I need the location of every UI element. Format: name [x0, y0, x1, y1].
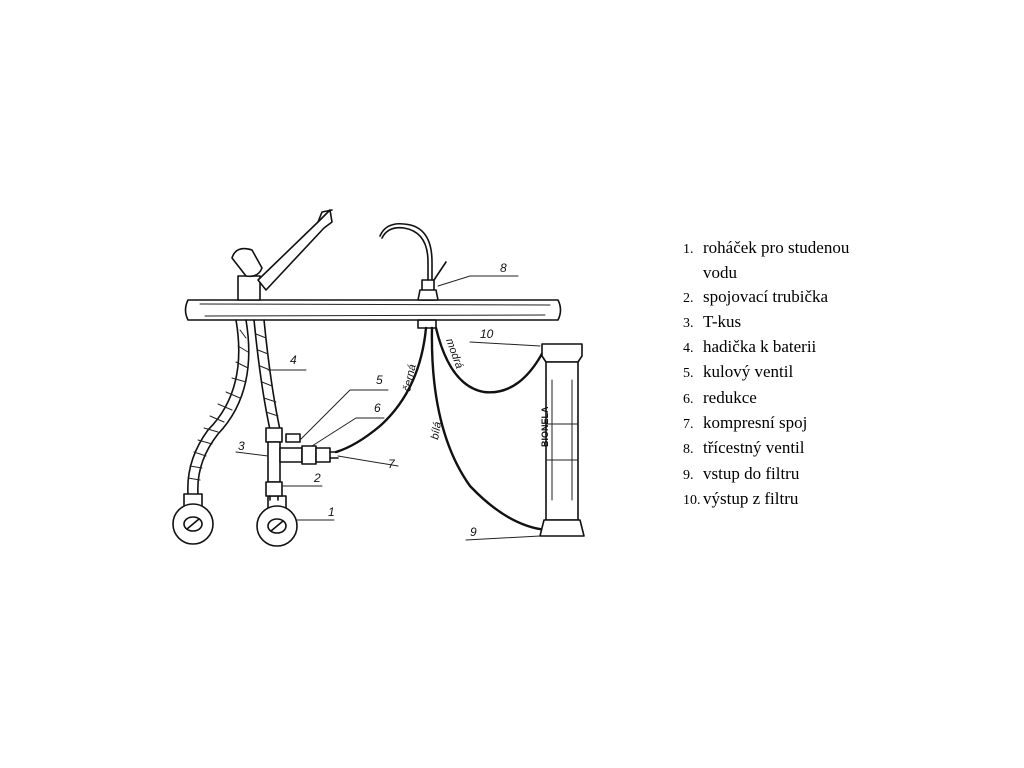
countertop — [184, 299, 562, 321]
callout-labels: 1 2 3 4 5 6 7 8 9 10 — [238, 261, 507, 539]
legend-item: 2.spojovací trubička — [683, 286, 829, 306]
callout-1: 1 — [328, 505, 335, 519]
filter-brand-label: BIONELA — [540, 406, 550, 447]
legend-item: 7.kompresní spoj — [683, 413, 808, 433]
tube-label-white: bílá — [429, 421, 444, 441]
legend-item: 4.hadička k baterii — [683, 337, 817, 357]
faucet-stub — [417, 319, 437, 329]
ball-valve-reducer — [279, 433, 339, 465]
three-way-faucet — [379, 222, 447, 301]
legend-item: 5.kulový ventil — [683, 362, 794, 382]
callout-10: 10 — [480, 327, 494, 341]
legend-item: 1.roháček pro studenou — [683, 238, 850, 257]
callout-4: 4 — [290, 353, 297, 367]
tube-label-blue: modrá — [443, 337, 465, 370]
angle-valve-right — [256, 495, 298, 547]
callout-2: 2 — [313, 471, 321, 485]
legend-item: 9.vstup do filtru — [683, 463, 800, 483]
tee-assembly — [265, 427, 283, 501]
legend-item: 8.třícestný ventil — [683, 438, 805, 458]
mixer-faucet — [231, 209, 333, 301]
legend-item: 6.redukce — [683, 387, 757, 407]
braided-hoses — [187, 319, 281, 495]
legend-item: 10.výstup z filtru — [683, 488, 799, 508]
angle-valve-left — [172, 493, 214, 545]
callout-7: 7 — [388, 457, 396, 471]
tube-label-black: černá — [401, 363, 418, 392]
callout-3: 3 — [238, 439, 245, 453]
callout-5: 5 — [376, 373, 383, 387]
callout-6: 6 — [374, 401, 381, 415]
tubes — [334, 326, 548, 532]
legend-item: vodu — [703, 263, 737, 283]
callout-9: 9 — [470, 525, 477, 539]
legend-item: 3.T-kus — [683, 311, 742, 331]
callout-leaders — [235, 275, 541, 541]
legend-list: 1.roháček pro studenou vodu 2.spojovací … — [683, 236, 1003, 512]
filter-cartridge — [539, 343, 585, 537]
callout-8: 8 — [500, 261, 507, 275]
